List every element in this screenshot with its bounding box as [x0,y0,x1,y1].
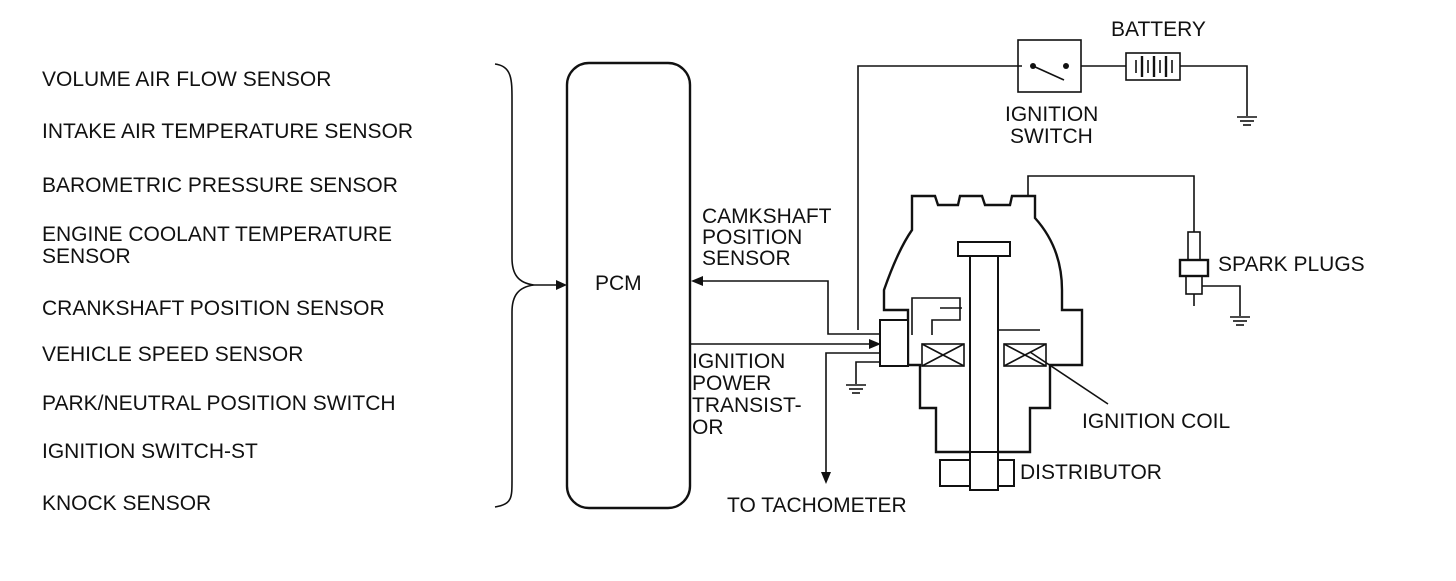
ignition-coil-windings [921,343,1047,367]
input-brace [494,63,535,508]
input-label-3: ENGINE COOLANT TEMPERATURE SENSOR [42,223,398,268]
spark-plugs-label: SPARK PLUGS [1218,253,1365,276]
battery-ground-symbol [1237,116,1257,126]
input-list: VOLUME AIR FLOW SENSOR INTAKE AIR TEMPER… [42,68,413,515]
distributor-shaft [969,241,999,491]
ignition-switch-box [1017,39,1082,93]
igniter-block [879,319,909,367]
distributor-shaft-lower [969,451,999,491]
ignition-coil-leader [1029,351,1109,405]
ignition-switch-label: IGNITION SWITCH [1005,103,1104,148]
input-label-1: INTAKE AIR TEMPERATURE SENSOR [42,120,413,143]
pcm-box [565,61,692,510]
rotor-head [957,241,1011,257]
input-label-8: KNOCK SENSOR [42,492,211,515]
battery-label: BATTERY [1111,18,1206,41]
igniter-ground-symbol [846,384,866,394]
pcm-label: PCM [595,272,642,295]
camshaft-label: CAMKSHAFT POSITION SENSOR [702,205,837,270]
tachometer-line [825,352,880,475]
battery-cells [1135,56,1173,77]
position-sensor-pickup [911,297,961,335]
input-label-7: IGNITION SWITCH-ST [42,440,258,463]
battery-ground-line [1180,65,1248,116]
input-label-5: VEHICLE SPEED SENSOR [42,343,303,366]
input-label-2: BAROMETRIC PRESSURE SENSOR [42,174,398,197]
spark-plug-ground-line [1202,285,1241,316]
brace-to-pcm-arrowhead [556,280,567,290]
input-label-0: VOLUME AIR FLOW SENSOR [42,68,331,91]
igniter-ground-line [855,361,880,384]
distributor-cap [882,194,1084,454]
tachometer-label: TO TACHOMETER [727,494,907,517]
tachometer-arrowhead [821,472,831,484]
switch-contact-right [1063,63,1069,69]
igniter-arrowhead [869,339,881,349]
distributor-label: DISTRIBUTOR [1020,461,1162,484]
igniter-label: IGNITION POWER TRANSIST- OR [692,350,808,439]
spark-plug-icon [1178,231,1210,306]
input-label-4: CRANKSHAFT POSITION SENSOR [42,297,385,320]
spark-plug-wire [1027,175,1195,232]
spark-plug-ground-symbol [1230,316,1250,326]
camshaft-signal-line [700,280,880,335]
input-label-6: PARK/NEUTRAL POSITION SWITCH [42,392,396,415]
switch-to-distributor-line [857,65,1022,330]
camshaft-arrowhead [691,276,703,286]
ignition-coil-label: IGNITION COIL [1082,410,1230,433]
switch-lever [1032,65,1065,81]
